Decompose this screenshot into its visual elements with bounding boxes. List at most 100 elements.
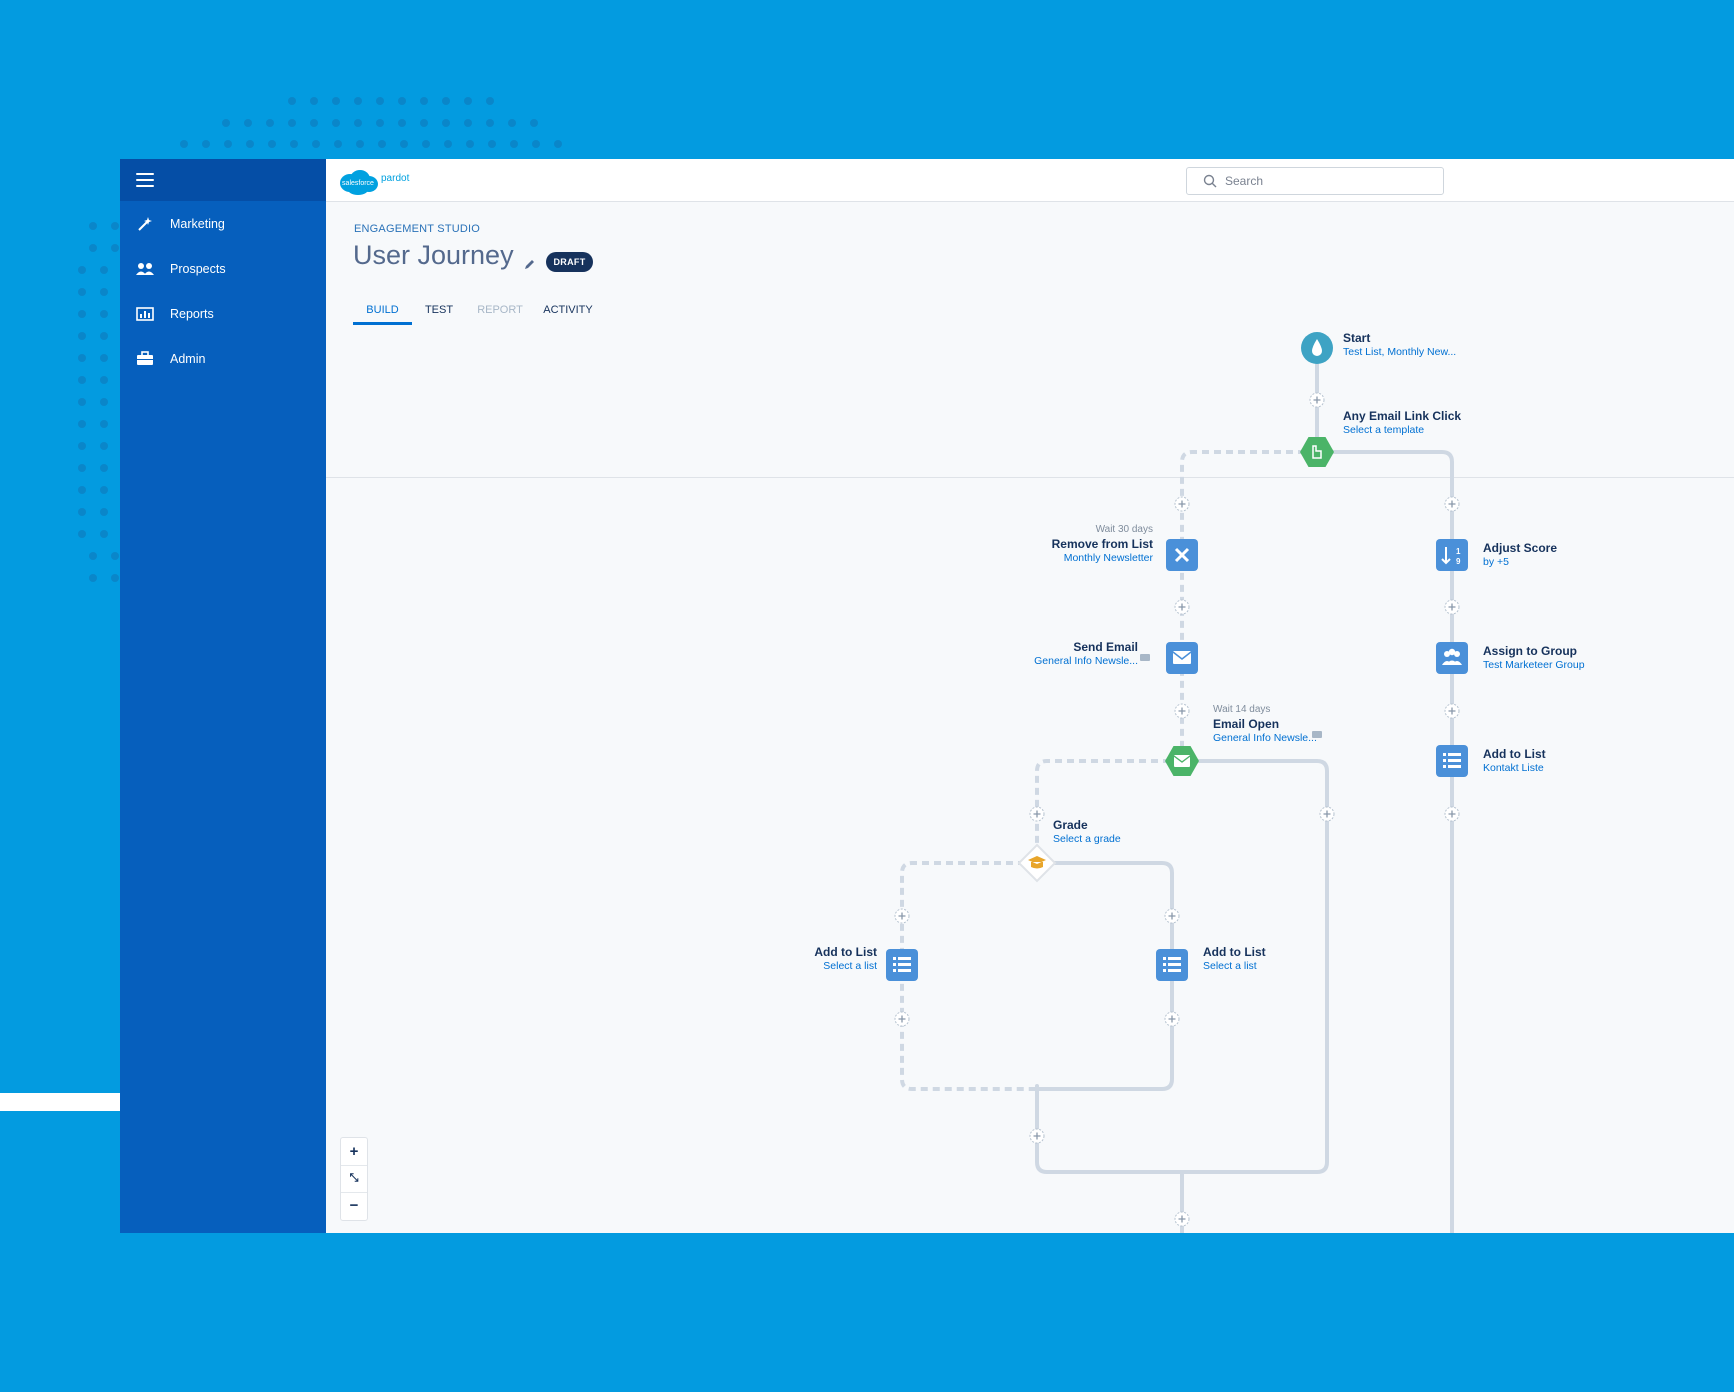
add-step-button[interactable]	[1444, 496, 1460, 512]
remove-from-list-label[interactable]: Wait 30 days Remove from List Monthly Ne…	[1052, 523, 1153, 565]
add-step-button[interactable]	[1029, 806, 1045, 822]
node-subtitle: General Info Newsle...	[1034, 655, 1138, 667]
node-subtitle: Select a grade	[1053, 833, 1121, 845]
top-bar: salesforce pardot	[326, 159, 1734, 202]
list-icon	[893, 957, 911, 972]
add-step-button[interactable]	[1174, 703, 1190, 719]
add-step-button[interactable]	[1444, 703, 1460, 719]
email-open-label[interactable]: Wait 14 days Email Open General Info New…	[1213, 703, 1317, 745]
logo-product: pardot	[381, 173, 410, 184]
add-to-list-left-node[interactable]	[886, 949, 918, 981]
adjust-score-label[interactable]: Adjust Score by +5	[1483, 541, 1557, 569]
sidebar: Marketing Prospects Reports Admin	[120, 159, 326, 1233]
pencil-icon[interactable]	[524, 258, 536, 270]
zoom-out-button[interactable]: −	[349, 1197, 359, 1214]
wand-icon	[136, 216, 154, 232]
email-link-click-node[interactable]	[1300, 437, 1334, 467]
svg-text:1: 1	[1456, 547, 1461, 556]
email-link-click-label[interactable]: Any Email Link Click Select a template	[1343, 409, 1461, 437]
fit-to-screen-button[interactable]: ⤡	[341, 1165, 367, 1193]
add-step-button[interactable]	[1174, 496, 1190, 512]
add-to-list-right-label[interactable]: Add to List Kontakt Liste	[1483, 747, 1546, 775]
envelope-icon	[1174, 755, 1190, 767]
connector	[1315, 450, 1454, 1233]
sidebar-item-label: Marketing	[170, 216, 225, 231]
send-email-label[interactable]: Send Email General Info Newsle...	[1034, 640, 1138, 668]
zoom-in-button[interactable]: +	[341, 1138, 367, 1166]
add-to-list-mid-label[interactable]: Add to List Select a list	[1203, 945, 1266, 973]
menu-icon[interactable]	[136, 173, 154, 187]
dashed-connector	[1180, 450, 1317, 761]
breadcrumb[interactable]: ENGAGEMENT STUDIO	[354, 223, 481, 235]
dashed-connector	[900, 861, 1037, 1091]
node-subtitle: Select a template	[1343, 424, 1425, 436]
add-step-button[interactable]	[1444, 806, 1460, 822]
search-input[interactable]	[1223, 173, 1427, 189]
camera-icon	[1312, 731, 1322, 738]
search-icon	[1203, 174, 1217, 188]
logo-word: salesforce	[342, 180, 374, 187]
sidebar-header	[120, 159, 326, 201]
node-title: Send Email	[1073, 640, 1138, 654]
remove-from-list-node[interactable]	[1166, 539, 1198, 571]
wait-label: Wait 14 days	[1213, 704, 1271, 715]
add-step-button[interactable]	[1174, 1211, 1190, 1227]
add-step-button[interactable]	[1444, 599, 1460, 615]
node-title: Adjust Score	[1483, 541, 1558, 555]
node-title: Remove from List	[1051, 537, 1153, 551]
salesforce-pardot-logo[interactable]: salesforce pardot	[338, 167, 418, 195]
sidebar-item-admin[interactable]: Admin	[120, 336, 326, 381]
page-header: ENGAGEMENT STUDIO User Journey DRAFT BUI…	[326, 202, 1734, 478]
dashed-connector	[1035, 759, 1182, 863]
graduation-cap-icon	[1028, 856, 1046, 869]
send-email-node[interactable]	[1166, 642, 1198, 674]
node-title: Add to List	[1483, 747, 1546, 761]
add-to-list-left-label[interactable]: Add to List Select a list	[814, 945, 877, 973]
chart-icon	[136, 306, 154, 322]
sidebar-item-label: Admin	[170, 351, 206, 366]
node-subtitle: Test Marketeer Group	[1483, 659, 1585, 671]
add-to-list-right-node[interactable]	[1436, 745, 1468, 777]
camera-icon	[1140, 654, 1150, 661]
briefcase-icon	[136, 350, 154, 367]
status-badge: DRAFT	[546, 252, 593, 272]
grade-node[interactable]	[1017, 843, 1057, 883]
node-title: Any Email Link Click	[1343, 409, 1462, 423]
add-step-button[interactable]	[1164, 908, 1180, 924]
add-step-button[interactable]	[1309, 392, 1325, 408]
email-open-node[interactable]	[1165, 746, 1199, 776]
adjust-score-node[interactable]: 1 9	[1436, 539, 1468, 571]
assign-group-label[interactable]: Assign to Group Test Marketeer Group	[1483, 644, 1585, 672]
droplet-icon	[1312, 339, 1322, 356]
list-icon	[1163, 957, 1181, 972]
start-label[interactable]: Start Test List, Monthly New...	[1343, 331, 1456, 359]
sidebar-item-marketing[interactable]: Marketing	[120, 201, 326, 246]
assign-group-node[interactable]	[1436, 642, 1468, 674]
sidebar-item-label: Reports	[170, 306, 214, 321]
tab-report[interactable]: REPORT	[477, 304, 523, 316]
wait-label: Wait 30 days	[1095, 524, 1153, 535]
add-step-button[interactable]	[1164, 1011, 1180, 1027]
flow-canvas[interactable]: 1 9	[326, 159, 1734, 1233]
add-to-list-mid-node[interactable]	[1156, 949, 1188, 981]
list-icon	[1443, 753, 1461, 768]
tab-test[interactable]: TEST	[424, 304, 454, 316]
grade-label[interactable]: Grade Select a grade	[1053, 818, 1121, 846]
add-step-button[interactable]	[894, 1011, 910, 1027]
connector	[1035, 861, 1174, 1091]
start-node[interactable]	[1301, 332, 1333, 364]
page-title: User Journey	[353, 240, 514, 270]
hand-pointer-icon	[1312, 445, 1322, 459]
tab-activity[interactable]: ACTIVITY	[543, 304, 593, 316]
add-step-button[interactable]	[894, 908, 910, 924]
sidebar-item-reports[interactable]: Reports	[120, 291, 326, 336]
node-subtitle: Select a list	[823, 960, 877, 972]
add-step-button[interactable]	[1319, 806, 1335, 822]
sort-icon	[1441, 547, 1451, 565]
close-icon	[1174, 547, 1190, 563]
tab-build[interactable]: BUILD	[353, 298, 412, 325]
sidebar-item-prospects[interactable]: Prospects	[120, 246, 326, 291]
add-step-button[interactable]	[1174, 599, 1190, 615]
search-box[interactable]	[1186, 167, 1444, 195]
add-step-button[interactable]	[1029, 1128, 1045, 1144]
